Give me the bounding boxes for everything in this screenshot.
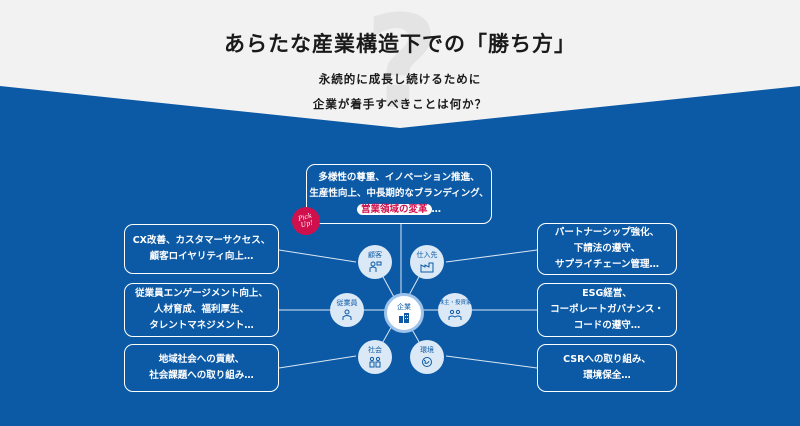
subtitle-line-2: 企業が着手すべきことは何か？ xyxy=(312,97,488,111)
node-employee: 従業員 xyxy=(330,293,364,327)
center-label: 企業 xyxy=(397,302,411,311)
environment-icon xyxy=(422,357,432,367)
pickup-line2: Up! xyxy=(299,218,314,230)
society-icon xyxy=(369,356,381,368)
node-company-center: 企業 xyxy=(384,293,424,333)
box-society-line1: 地域社会への貢献、 xyxy=(158,354,245,365)
node-customer: 顧客 xyxy=(358,245,392,279)
shareholder-icon xyxy=(448,309,462,320)
box-company-line2: 生産性向上、中長期的なブランディング、 xyxy=(309,188,489,199)
box-environment-line1: CSRへの取り組み、 xyxy=(563,354,651,365)
node-shareholder-label: 株主・投資家 xyxy=(438,300,472,306)
node-society-label: 社会 xyxy=(368,346,382,354)
node-supplier-label: 仕入先 xyxy=(416,251,438,259)
subtitle-line-1: 永続的に成長し続けるために xyxy=(318,72,482,86)
box-supplier-line3: サプライチェーン管理… xyxy=(554,259,660,270)
node-environment-label: 環境 xyxy=(420,346,434,354)
box-company-line1: 多様性の尊重、イノベーション推進、 xyxy=(318,172,480,183)
customer-icon xyxy=(369,261,382,272)
node-employee-label: 従業員 xyxy=(336,299,358,307)
question-mark-graphic: ? xyxy=(364,0,440,138)
supplier-icon xyxy=(420,262,434,273)
box-customer-line2: 顧客ロイヤリティ向上… xyxy=(149,251,254,262)
box-environment: CSRへの取り組み、 環境保全… xyxy=(537,344,677,392)
box-supplier-line1: パートナーシップ強化、 xyxy=(554,227,660,238)
node-supplier: 仕入先 xyxy=(410,245,444,279)
box-company: 多様性の尊重、イノベーション推進、 生産性向上、中長期的なブランディング、 営業… xyxy=(306,164,492,224)
box-shareholder-line3: コードの遵守… xyxy=(573,320,641,331)
node-shareholder: 株主・投資家 xyxy=(438,293,472,327)
box-society: 地域社会への貢献、 社会課題への取り組み… xyxy=(124,344,279,392)
box-environment-line2: 環境保全… xyxy=(583,370,631,381)
box-employee-line1: 従業員エンゲージメント向上、 xyxy=(135,288,268,299)
highlight-sales-transformation: 営業領域の変革 xyxy=(356,204,432,215)
box-employee-line3: タレントマネジメント… xyxy=(149,320,254,331)
box-society-line2: 社会課題への取り組み… xyxy=(149,370,254,381)
box-employee-line2: 人材育成、福利厚生、 xyxy=(153,304,249,315)
box-customer: CX改善、カスタマーサクセス、 顧客ロイヤリティ向上… xyxy=(124,224,279,274)
page-title: あらたな産業構造下での「勝ち方」 xyxy=(224,32,576,56)
box-employee: 従業員エンゲージメント向上、 人材育成、福利厚生、 タレントマネジメント… xyxy=(124,283,279,337)
building-icon xyxy=(399,312,409,323)
box-customer-line1: CX改善、カスタマーサクセス、 xyxy=(132,235,271,246)
box-company-suffix: … xyxy=(431,204,442,215)
box-shareholder-line1: ESG経営、 xyxy=(582,288,632,299)
node-environment: 環境 xyxy=(410,340,444,374)
box-shareholder: ESG経営、 コーポレートガバナンス・ コードの遵守… xyxy=(537,283,677,337)
node-society: 社会 xyxy=(358,340,392,374)
box-supplier-line2: 下請法の遵守、 xyxy=(573,243,641,254)
employee-icon xyxy=(342,309,352,320)
node-customer-label: 顧客 xyxy=(368,251,382,259)
box-supplier: パートナーシップ強化、 下請法の遵守、 サプライチェーン管理… xyxy=(537,223,677,275)
box-shareholder-line2: コーポレートガバナンス・ xyxy=(550,304,664,315)
